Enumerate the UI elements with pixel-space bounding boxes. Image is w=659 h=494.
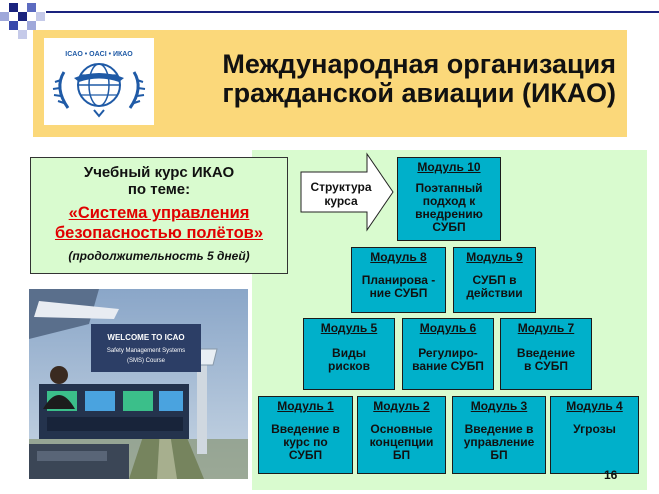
module-3-text-line: управление <box>463 435 535 449</box>
structure-arrow-icon <box>300 152 394 232</box>
module-9-text: СУБП в действии <box>456 274 533 300</box>
page-number: 16 <box>604 468 618 482</box>
module-8-text-line: Планирова - <box>361 273 436 287</box>
module-8-text: Планирова - ние СУБП <box>354 274 443 300</box>
module-2-text-line: концепции <box>369 435 434 449</box>
module-5-text-line: Виды <box>332 346 366 360</box>
arrow-label-line-1: Структура <box>310 180 372 194</box>
course-name-line-1: «Система управления <box>68 204 250 222</box>
module-1-text-line: курс по <box>283 435 328 449</box>
module-5-title: Модуль 5 <box>320 321 378 335</box>
module-5-box: Модуль 5 Виды рисков <box>303 318 395 390</box>
module-2-text: Основные концепции БП <box>360 423 443 462</box>
module-6-text: Регулиро- вание СУБП <box>405 347 491 373</box>
decor-square <box>27 21 36 30</box>
arrow-label-line-2: курса <box>324 194 358 208</box>
course-name: «Система управления безопасностью полёто… <box>31 203 287 243</box>
module-10-text-line: внедрению <box>415 207 483 221</box>
module-1-text: Введение в курс по СУБП <box>261 423 350 462</box>
module-6-title: Модуль 6 <box>419 321 477 335</box>
module-8-title: Модуль 8 <box>370 250 427 264</box>
module-1-text-line: Введение в <box>271 422 340 436</box>
module-6-text-line: вание СУБП <box>412 359 484 373</box>
decor-square <box>27 3 36 12</box>
photo-sign-line-3: (SMS) Course <box>127 358 166 364</box>
logo-ring-text: ICAO • OACI • ИКАО <box>65 51 133 58</box>
photo-sign-line-2: Safety Management Systems <box>107 348 185 354</box>
module-7-text-line: Введение <box>516 346 576 360</box>
module-10-text: Поэтапный подход к внедрению СУБП <box>400 182 498 234</box>
module-2-text-line: Основные <box>370 422 433 436</box>
decor-square <box>18 12 27 21</box>
module-1-text-line: СУБП <box>288 448 323 462</box>
module-2-title: Модуль 2 <box>373 399 430 413</box>
module-9-text-line: СУБП в <box>472 273 517 287</box>
module-3-box: Модуль 3 Введение в управление БП <box>452 396 546 474</box>
module-4-title: Модуль 4 <box>566 399 623 413</box>
module-5-text: Виды рисков <box>306 347 392 373</box>
module-3-text: Введение в управление БП <box>455 423 543 462</box>
module-2-box: Модуль 2 Основные концепции БП <box>357 396 446 474</box>
decor-square <box>9 3 18 12</box>
module-7-title: Модуль 7 <box>517 321 575 335</box>
module-10-text-line: СУБП <box>432 220 466 234</box>
module-1-box: Модуль 1 Введение в курс по СУБП <box>258 396 353 474</box>
module-4-box: Модуль 4 Угрозы <box>550 396 639 474</box>
module-8-text-line: ние СУБП <box>369 286 428 300</box>
module-6-text-line: Регулиро- <box>418 346 478 360</box>
decor-square <box>9 21 18 30</box>
course-photo: WELCOME TO ICAO Safety Management System… <box>29 289 248 479</box>
module-4-text: Угрозы <box>553 423 636 436</box>
module-7-text: Введение в СУБП <box>503 347 589 373</box>
icao-logo: ICAO • OACI • ИКАО <box>44 38 154 125</box>
module-3-text-line: БП <box>490 448 508 462</box>
page-title: Международная организация гражданской ав… <box>170 50 616 108</box>
top-divider-line <box>46 11 659 13</box>
course-info-box: Учебный курс ИКАО по теме: «Система упра… <box>30 157 288 274</box>
course-duration: (продолжительность 5 дней) <box>68 249 250 263</box>
module-8-box: Модуль 8 Планирова - ние СУБП <box>351 247 446 313</box>
decor-square <box>0 12 9 21</box>
module-6-box: Модуль 6 Регулиро- вание СУБП <box>402 318 494 390</box>
course-line-1: Учебный курс ИКАО <box>83 164 235 181</box>
module-10-text-line: подход к <box>422 194 476 208</box>
module-10-text-line: Поэтапный <box>415 181 483 195</box>
corner-decoration <box>0 0 60 40</box>
module-9-title: Модуль 9 <box>466 250 523 264</box>
title-line-1: Международная организация <box>222 49 616 79</box>
module-5-text-line: рисков <box>328 359 370 373</box>
module-3-title: Модуль 3 <box>470 399 528 413</box>
module-10-box: Модуль 10 Поэтапный подход к внедрению С… <box>397 157 501 241</box>
module-10-title: Модуль 10 <box>417 160 481 174</box>
module-3-text-line: Введение в <box>464 422 534 436</box>
photo-sign-line-1: WELCOME TO ICAO <box>107 333 184 342</box>
module-2-text-line: БП <box>392 448 411 462</box>
arrow-label: Структура курса <box>302 180 380 208</box>
title-line-2: гражданской авиации (ИКАО) <box>222 78 616 108</box>
module-1-title: Модуль 1 <box>277 399 334 413</box>
module-9-text-line: действии <box>466 286 523 300</box>
module-9-box: Модуль 9 СУБП в действии <box>453 247 536 313</box>
icao-emblem-icon: ICAO • OACI • ИКАО <box>52 51 146 118</box>
decor-square <box>36 12 45 21</box>
module-7-box: Модуль 7 Введение в СУБП <box>500 318 592 390</box>
course-line-2: по теме: <box>127 181 191 198</box>
course-name-line-2: безопасностью полётов» <box>54 224 263 242</box>
module-7-text-line: в СУБП <box>524 359 568 373</box>
decor-square <box>18 30 27 39</box>
module-4-text-line: Угрозы <box>573 422 616 436</box>
